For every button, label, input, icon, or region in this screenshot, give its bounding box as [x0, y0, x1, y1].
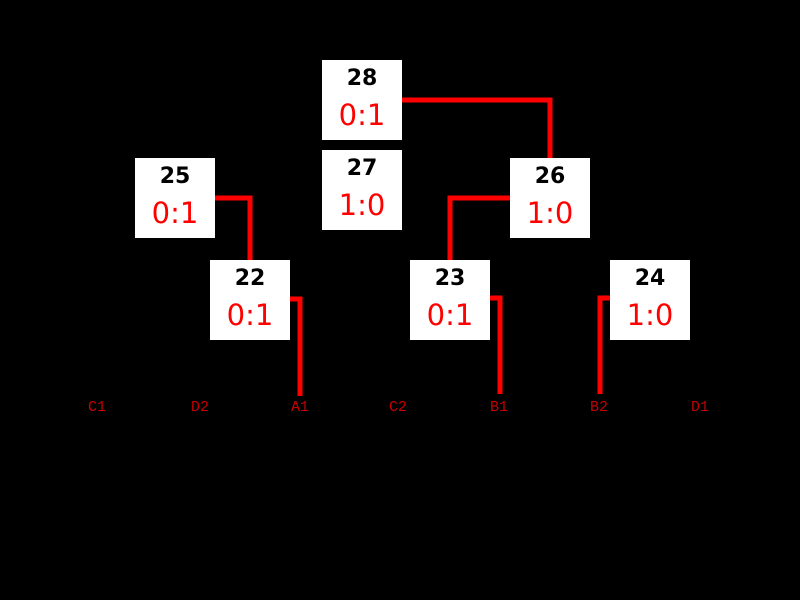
connector-match23-to-seed-B1 — [490, 295, 503, 394]
match-number: 26 — [534, 164, 566, 189]
connector-match25-to-match22 — [215, 195, 253, 260]
match-score: 1:0 — [338, 188, 386, 222]
connector-match24-to-seed-B2 — [597, 295, 610, 394]
connector-match28-to-match26 — [402, 97, 553, 158]
match-score: 1:0 — [526, 196, 574, 230]
match-score: 0:1 — [226, 298, 274, 332]
match-number: 22 — [234, 266, 266, 291]
match-score: 0:1 — [338, 98, 386, 132]
match-number: 23 — [434, 266, 466, 291]
seed-label-C1: C1 — [87, 399, 107, 416]
match-score: 0:1 — [426, 298, 474, 332]
connector-match22-to-seed-A1 — [290, 296, 303, 396]
match-number: 25 — [159, 164, 191, 189]
match-number: 27 — [346, 156, 378, 181]
seed-label-D2: D2 — [190, 399, 210, 416]
match-score: 1:0 — [626, 298, 674, 332]
seed-label-B2: B2 — [589, 399, 609, 416]
seed-label-B1: B1 — [489, 399, 509, 416]
connector-match26-to-match23 — [447, 195, 510, 260]
seed-label-A1: A1 — [290, 399, 310, 416]
match-number: 28 — [346, 66, 378, 91]
match-number: 24 — [634, 266, 666, 291]
match-score: 0:1 — [151, 196, 199, 230]
seed-label-D1: D1 — [690, 399, 710, 416]
seed-label-C2: C2 — [388, 399, 408, 416]
